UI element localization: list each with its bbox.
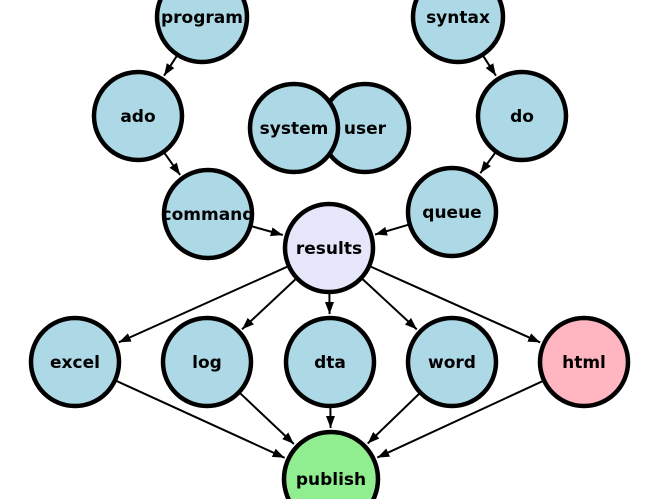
edge-program-ado xyxy=(163,55,178,77)
edge-html-publish xyxy=(376,380,543,459)
node-dta xyxy=(283,315,377,409)
node-do xyxy=(475,69,569,163)
node-results xyxy=(282,201,376,295)
node-syntax xyxy=(410,0,506,65)
node-publish xyxy=(281,429,381,499)
node-word xyxy=(405,315,499,409)
edge-word-publish xyxy=(366,393,420,445)
node-command xyxy=(161,167,255,261)
node-ado xyxy=(91,69,185,163)
edge-results-log xyxy=(241,278,297,330)
edge-excel-publish xyxy=(116,380,286,459)
edge-results-excel xyxy=(118,265,288,344)
node-system xyxy=(247,81,341,175)
edge-results-html xyxy=(370,265,541,344)
edge-queue-results xyxy=(374,223,409,236)
edge-syntax-do xyxy=(482,55,497,77)
node-program xyxy=(154,0,250,65)
edge-command-results xyxy=(252,225,284,237)
edges-layer xyxy=(116,55,543,459)
node-excel xyxy=(28,315,122,409)
node-queue xyxy=(405,165,499,259)
node-html xyxy=(537,315,631,409)
edge-results-word xyxy=(362,278,418,331)
edge-log-publish xyxy=(239,392,295,445)
edge-do-queue xyxy=(479,152,496,174)
node-log xyxy=(160,315,254,409)
edge-ado-command xyxy=(163,152,181,176)
